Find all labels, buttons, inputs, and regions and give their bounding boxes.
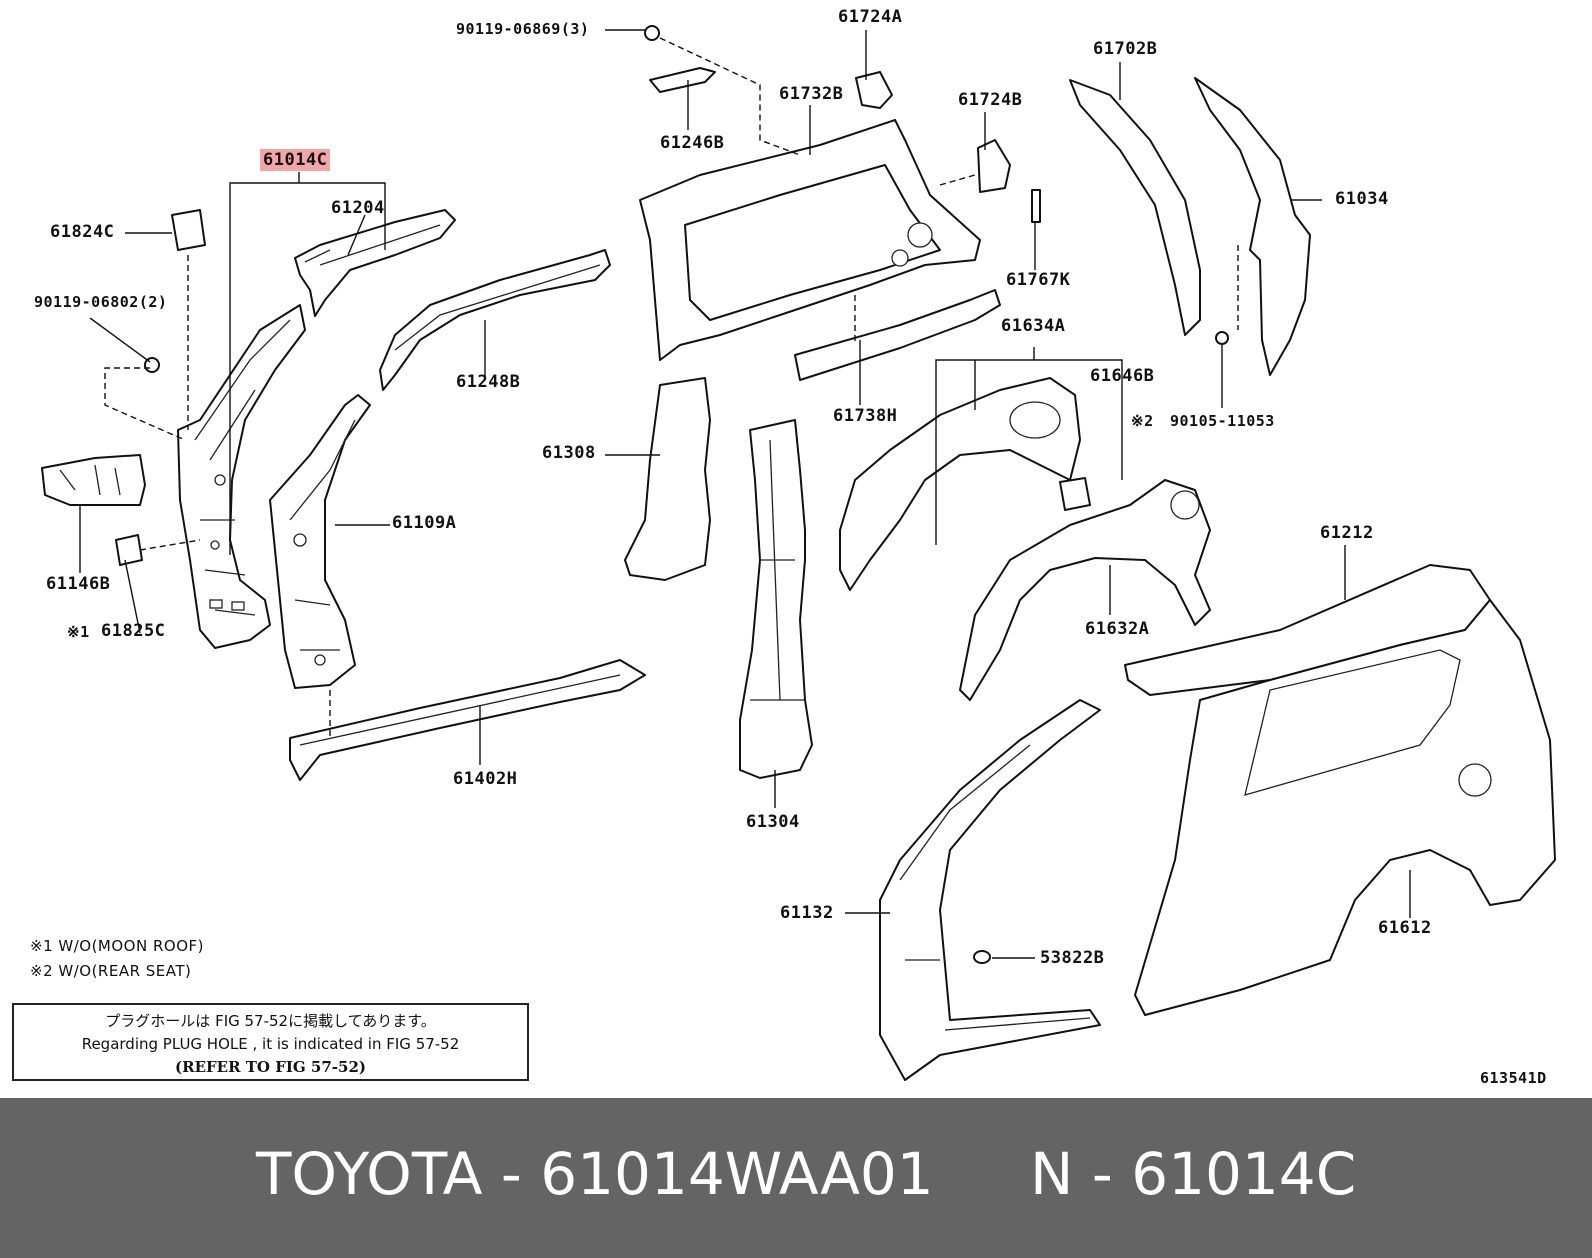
label-61824c: 61824C xyxy=(50,222,115,242)
label-61632a: 61632A xyxy=(1085,619,1150,639)
label-61738h: 61738H xyxy=(833,406,898,426)
part-61632a-drawing xyxy=(959,479,1211,701)
bolt-90119-06869-drawing xyxy=(644,25,660,41)
label-61146b: 61146B xyxy=(46,574,111,594)
part-61304-drawing xyxy=(739,419,813,779)
note-moon-roof: ※1 W/O(MOON ROOF) xyxy=(30,937,204,955)
bolt-90105-11053-drawing xyxy=(1215,331,1229,345)
label-61014c: 61014C xyxy=(260,149,331,171)
label-61304: 61304 xyxy=(746,812,800,832)
part-61109a-drawing xyxy=(269,394,371,689)
label-61825c: 61825C xyxy=(101,621,166,641)
mark-2-part: ※2 xyxy=(1131,412,1154,430)
label-61732b: 61732B xyxy=(779,84,844,104)
part-61702b-drawing xyxy=(1069,79,1201,336)
label-61204: 61204 xyxy=(331,198,385,218)
part-61634a-drawing xyxy=(839,377,1081,591)
label-53822b: 53822B xyxy=(1040,948,1105,968)
part-61146b-drawing xyxy=(41,454,146,506)
part-61034-drawing xyxy=(1194,77,1311,376)
label-61109a: 61109A xyxy=(392,513,457,533)
part-61825c-drawing xyxy=(115,534,143,566)
label-61724b: 61724B xyxy=(958,90,1023,110)
label-61767k: 61767K xyxy=(1006,270,1071,290)
mark-1-part: ※1 xyxy=(67,623,90,641)
label-61634a: 61634A xyxy=(1001,316,1066,336)
parts-diagram: 90119-06869(3) 61724A 61732B 61724B 6170… xyxy=(12,7,1556,1087)
part-61402h-drawing xyxy=(289,659,646,781)
label-61308: 61308 xyxy=(542,443,596,463)
part-61646b-drawing xyxy=(1059,477,1091,511)
part-61204-drawing xyxy=(294,209,456,317)
part-61308-drawing xyxy=(624,377,711,581)
diagram-id: 613541D xyxy=(1480,1069,1547,1087)
plug-hole-notice: プラグホールは FIG 57-52に掲載してあります。 Regarding PL… xyxy=(12,1003,529,1081)
label-61612: 61612 xyxy=(1378,918,1432,938)
label-61724a: 61724A xyxy=(838,7,903,27)
label-61248b: 61248B xyxy=(456,372,521,392)
part-61824c-drawing xyxy=(171,209,206,251)
part-61612-drawing xyxy=(1134,599,1556,1016)
part-61014c-drawing xyxy=(177,304,306,649)
note-rear-seat: ※2 W/O(REAR SEAT) xyxy=(30,962,192,980)
label-61402h: 61402H xyxy=(453,769,518,789)
label-90119-06869: 90119-06869(3) xyxy=(456,20,590,38)
footer-part-number: TOYOTA - 61014WAA01 xyxy=(256,1140,934,1208)
footer-bar: TOYOTA - 61014WAA01 N - 61014C xyxy=(0,1098,1592,1258)
footer-reference: N - 61014C xyxy=(1030,1140,1357,1208)
part-53822b-drawing xyxy=(973,950,991,964)
leader-lines xyxy=(79,29,1411,959)
label-90119-06802: 90119-06802(2) xyxy=(34,293,168,311)
label-61132: 61132 xyxy=(780,903,834,923)
label-61246b: 61246B xyxy=(660,133,725,153)
label-61646b: 61646B xyxy=(1090,366,1155,386)
part-61738h-drawing xyxy=(794,289,1001,381)
part-61732b-drawing xyxy=(639,119,981,361)
label-61702b: 61702B xyxy=(1093,39,1158,59)
part-61724b-drawing xyxy=(977,139,1011,193)
assembly-dashes xyxy=(104,37,1239,740)
label-61034: 61034 xyxy=(1335,189,1389,209)
notice-line-ref: (REFER TO FIG 57-52) xyxy=(175,1058,366,1076)
parts-drawing xyxy=(41,25,1556,1081)
label-61212: 61212 xyxy=(1320,523,1374,543)
label-90105-11053: 90105-11053 xyxy=(1170,412,1275,430)
part-61724a-drawing xyxy=(855,71,893,109)
part-61248b-drawing xyxy=(379,249,611,391)
part-61246b-drawing xyxy=(649,67,716,93)
part-61132-drawing xyxy=(879,699,1101,1081)
part-61767k-drawing xyxy=(1031,189,1041,223)
notice-line-jp: プラグホールは FIG 57-52に掲載してあります。 xyxy=(105,1012,436,1030)
notice-line-en: Regarding PLUG HOLE , it is indicated in… xyxy=(81,1035,460,1053)
